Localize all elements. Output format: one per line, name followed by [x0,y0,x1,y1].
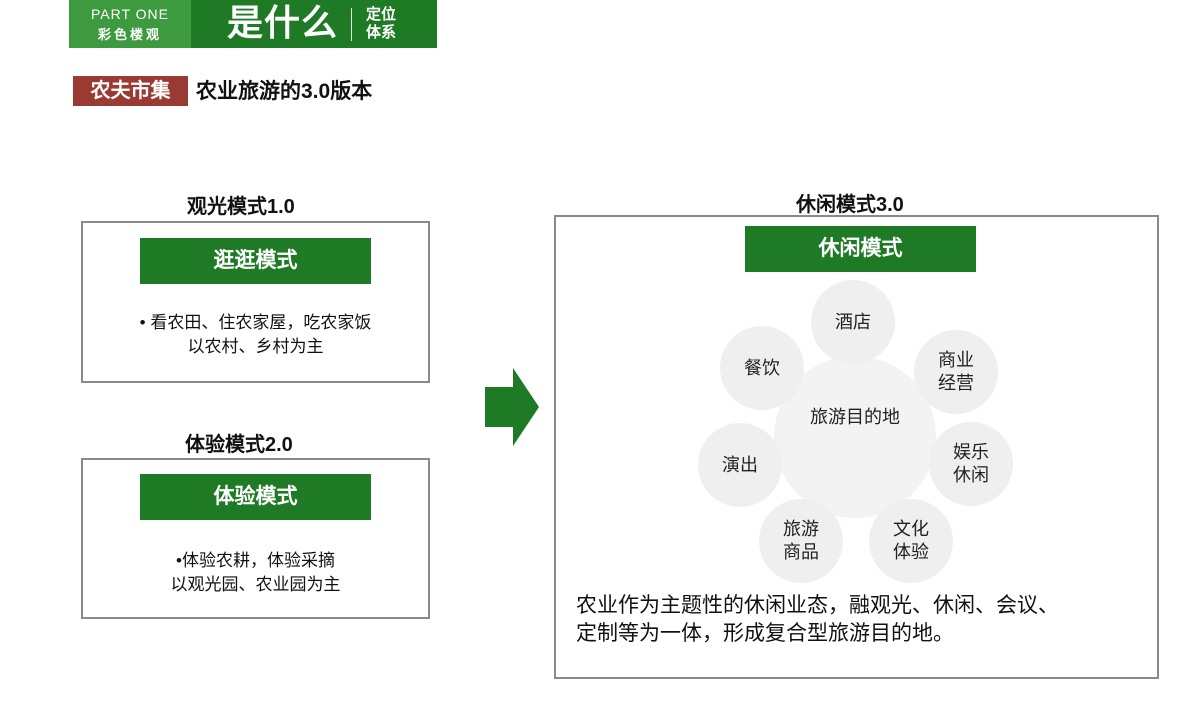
circle-hotel: 酒店 [811,280,895,364]
section-title: 是什么 [227,2,339,43]
circle-commerce: 商业经营 [914,330,998,414]
mode1-line1: • 看农田、住农家屋，吃农家饭 [139,313,372,332]
mode2-title: 体验模式2.0 [185,434,293,456]
part-label-block: PART ONE 彩色楼观 [69,0,191,48]
mode2-box: 体验模式 •体验农耕，体验采摘 以观光园、农业园为主 [81,458,430,619]
subtitle-text: 农业旅游的3.0版本 [196,80,373,103]
circle-entertainment: 娱乐休闲 [929,422,1013,506]
circle-performance-label: 演出 [722,454,758,475]
section-tag: 定位 体系 [366,6,396,42]
mode1-title: 观光模式1.0 [187,196,295,218]
header-divider [351,8,352,41]
circle-dining: 餐饮 [720,326,804,410]
circle-entertainment-label: 娱乐休闲 [953,442,989,485]
circle-culture: 文化体验 [869,499,953,583]
circle-culture-label: 文化体验 [893,519,929,562]
mode3-caption-line2: 定制等为一体，形成复合型旅游目的地。 [576,622,954,645]
section-tag-line2: 体系 [366,24,397,41]
mode1-line2: 以农村、乡村为主 [187,337,324,356]
mode3-title: 休闲模式3.0 [796,194,904,216]
mode2-label: 体验模式 [140,474,371,520]
section-tag-line1: 定位 [366,6,397,23]
circle-hotel-label: 酒店 [835,311,871,332]
series-label: 彩色楼观 [97,27,162,42]
subtitle-tag: 农夫市集 [73,76,188,106]
destination-center-label: 旅游目的地 [810,406,900,427]
header-banner: PART ONE 彩色楼观 是什么 定位 体系 [69,0,437,48]
part-label: PART ONE [90,6,170,22]
right-arrow-icon [485,368,539,446]
circle-souvenirs-label: 旅游商品 [783,519,819,562]
mode2-line2: 以观光园、农业园为主 [170,575,341,594]
mode2-line1: •体验农耕，体验采摘 [176,551,335,570]
circle-commerce-label: 商业经营 [938,350,974,393]
mode1-label: 逛逛模式 [140,238,371,284]
mode3-caption: 农业作为主题性的休闲业态，融观光、休闲、会议、 定制等为一体，形成复合型旅游目的… [576,592,1146,648]
mode3-caption-line1: 农业作为主题性的休闲业态，融观光、休闲、会议、 [576,594,1059,617]
mode1-box: 逛逛模式 • 看农田、住农家屋，吃农家饭 以农村、乡村为主 [81,221,430,383]
mode3-label: 休闲模式 [745,226,976,272]
circle-performance: 演出 [698,423,782,507]
circle-dining-label: 餐饮 [744,357,780,378]
circle-souvenirs: 旅游商品 [759,499,843,583]
